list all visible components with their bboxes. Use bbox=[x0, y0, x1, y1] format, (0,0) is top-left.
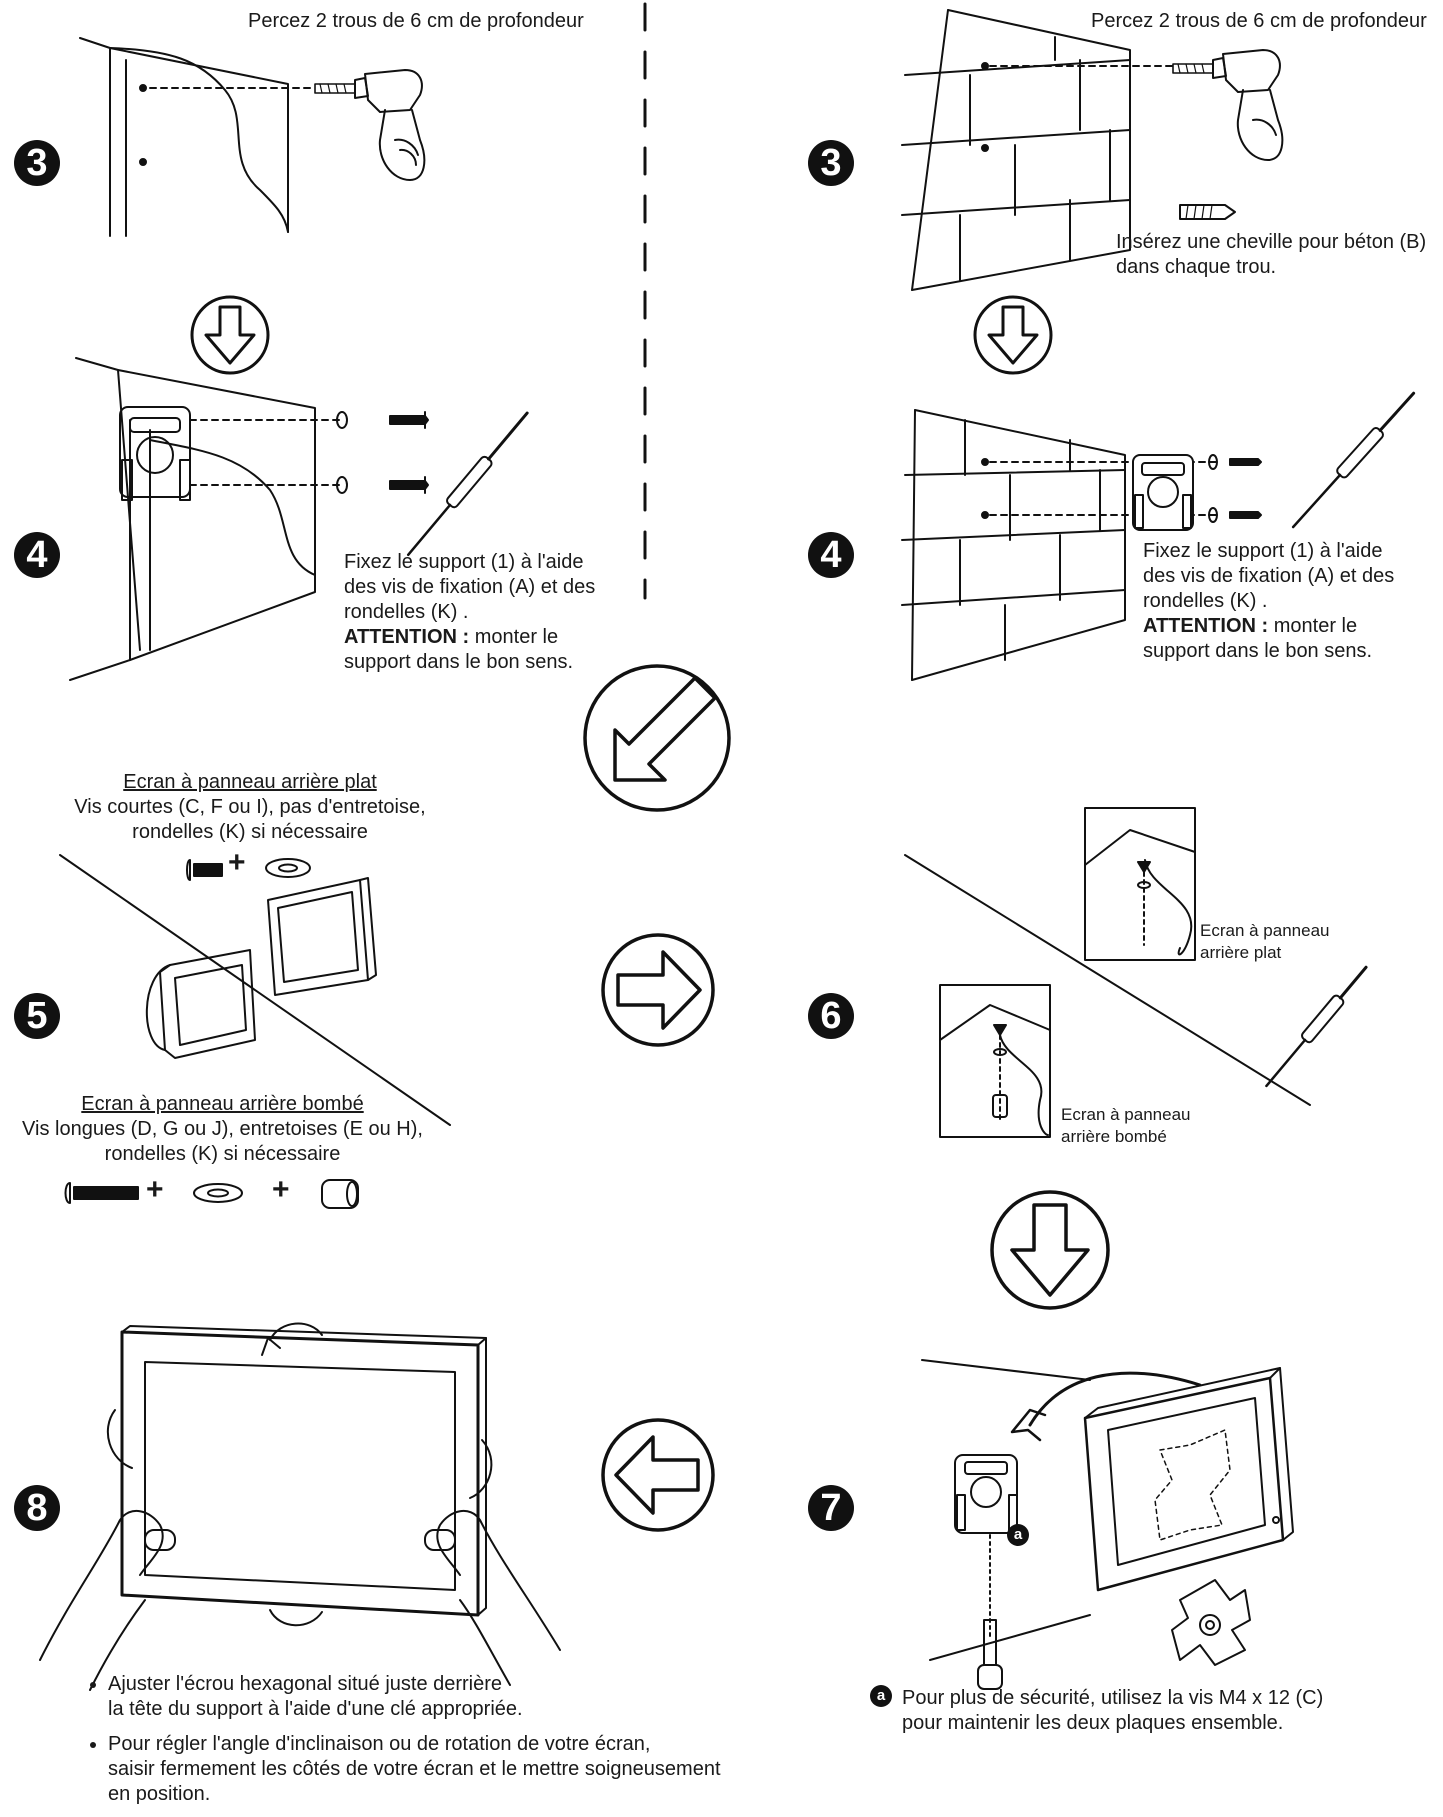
left-step4-badge: 4 bbox=[14, 532, 60, 578]
right-step4-line2: des vis de fixation (A) et des bbox=[1143, 565, 1395, 587]
step5-badge: 5 bbox=[14, 993, 60, 1039]
right-step4-caption: Fixez le support (1) à l'aide des vis de… bbox=[1143, 539, 1394, 664]
arrow-left-icon bbox=[601, 1418, 715, 1532]
step5-curved-line2: rondelles (K) si nécessaire bbox=[104, 1143, 341, 1165]
left-step3-illustration bbox=[79, 37, 316, 237]
left-step4-line4: ATTENTION : monter le bbox=[344, 625, 595, 650]
step5-plus-top: + bbox=[228, 846, 246, 879]
right-step3-badge: 3 bbox=[808, 140, 854, 186]
step8-instructions: Ajuster l'écrou hexagonal situé juste de… bbox=[86, 1672, 788, 1817]
step7-badge: 7 bbox=[808, 1485, 854, 1531]
right-step3-caption: Percez 2 trous de 6 cm de profondeur bbox=[1091, 10, 1427, 32]
left-step4-line5: support dans le bon sens. bbox=[344, 651, 574, 673]
left-step4-attention: ATTENTION : bbox=[344, 626, 470, 648]
right-step3-note-line1: Insérez une cheville pour béton (B) bbox=[1116, 231, 1427, 253]
step8-bullet-2: Pour régler l'angle d'inclinaison ou de … bbox=[108, 1732, 788, 1807]
step5-plus-2: + bbox=[272, 1173, 290, 1206]
step5-flat-line1: Vis courtes (C, F ou I), pas d'entretois… bbox=[74, 796, 426, 818]
arrow-right-icon bbox=[601, 933, 715, 1047]
left-step4-line2: des vis de fixation (A) et des bbox=[344, 576, 596, 598]
left-step4-caption: Fixez le support (1) à l'aide des vis de… bbox=[344, 550, 595, 675]
screwdriver-icon bbox=[1291, 391, 1416, 529]
right-step4-badge: 4 bbox=[808, 532, 854, 578]
drill-icon bbox=[1172, 49, 1284, 161]
step6-flat-caption: Ecran à panneau arrière plat bbox=[1200, 920, 1330, 964]
left-step3-caption: Percez 2 trous de 6 cm de profondeur bbox=[248, 10, 584, 32]
left-step4-line4-rest: monter le bbox=[469, 626, 559, 648]
step7-marker-a: a bbox=[1007, 1524, 1029, 1546]
right-step4-line4-rest: monter le bbox=[1268, 615, 1358, 637]
step6-badge: 6 bbox=[808, 993, 854, 1039]
step8-illustration bbox=[39, 1322, 561, 1691]
right-step4-line3: rondelles (K) . bbox=[1143, 590, 1268, 612]
left-step4-line1: Fixez le support (1) à l'aide bbox=[344, 551, 584, 573]
step5-illustration bbox=[59, 854, 451, 1209]
arrow-diagonal-icon bbox=[583, 664, 731, 812]
step8-bullet2-line3: en position. bbox=[108, 1783, 211, 1805]
right-step4-attention: ATTENTION : bbox=[1143, 615, 1269, 637]
right-step4-illustration bbox=[901, 409, 1262, 681]
step5-curved-title: Ecran à panneau arrière bombé bbox=[81, 1093, 364, 1115]
left-step4-illustration bbox=[69, 357, 429, 681]
right-step3-note-line2: dans chaque trou. bbox=[1116, 256, 1277, 278]
left-step3-badge: 3 bbox=[14, 140, 60, 186]
step7-illustration bbox=[921, 1359, 1294, 1690]
step5-flat-line2: rondelles (K) si nécessaire bbox=[132, 821, 368, 843]
step7-note-line1: Pour plus de sécurité, utilisez la vis M… bbox=[902, 1687, 1324, 1709]
drill-icon bbox=[314, 69, 426, 181]
step6-curved-caption: Ecran à panneau arrière bombé bbox=[1061, 1104, 1191, 1148]
step5-flat-text: Ecran à panneau arrière plat Vis courtes… bbox=[40, 770, 460, 845]
step6-flat-caption-line2: arrière plat bbox=[1200, 943, 1282, 962]
step6-flat-caption-line1: Ecran à panneau bbox=[1200, 921, 1330, 940]
screwdriver-icon bbox=[1265, 965, 1368, 1088]
right-step3-note: Insérez une cheville pour béton (B) dans… bbox=[1116, 230, 1426, 280]
step7-note-line2: pour maintenir les deux plaques ensemble… bbox=[902, 1712, 1284, 1734]
step5-flat-title: Ecran à panneau arrière plat bbox=[123, 771, 377, 793]
step8-bullet2-line1: Pour régler l'angle d'inclinaison ou de … bbox=[108, 1733, 651, 1755]
step8-badge: 8 bbox=[14, 1485, 60, 1531]
right-step4-line1: Fixez le support (1) à l'aide bbox=[1143, 540, 1383, 562]
step7-note-marker-a: a bbox=[870, 1685, 892, 1707]
right-step4-line4: ATTENTION : monter le bbox=[1143, 614, 1394, 639]
step6-curved-caption-line2: arrière bombé bbox=[1061, 1127, 1167, 1146]
step8-bullet1-line1: Ajuster l'écrou hexagonal situé juste de… bbox=[108, 1673, 503, 1695]
step8-bullet-1: Ajuster l'écrou hexagonal situé juste de… bbox=[108, 1672, 788, 1722]
step6-curved-caption-line1: Ecran à panneau bbox=[1061, 1105, 1191, 1124]
step5-curved-line1: Vis longues (D, G ou J), entretoises (E … bbox=[22, 1118, 423, 1140]
right-step3-illustration bbox=[901, 9, 1236, 291]
arrow-down-icon bbox=[990, 1190, 1110, 1310]
arrow-down-icon bbox=[190, 295, 270, 375]
arrow-down-icon bbox=[973, 295, 1053, 375]
step8-bullet1-line2: la tête du support à l'aide d'une clé ap… bbox=[108, 1698, 523, 1720]
step6-illustration bbox=[904, 807, 1311, 1138]
screwdriver-icon bbox=[406, 411, 529, 557]
step7-note: Pour plus de sécurité, utilisez la vis M… bbox=[902, 1686, 1323, 1736]
right-step4-line5: support dans le bon sens. bbox=[1143, 640, 1373, 662]
step5-plus-1: + bbox=[146, 1173, 164, 1206]
step8-bullet2-line2: saisir fermement les côtés de votre écra… bbox=[108, 1758, 721, 1780]
step5-curved-text: Ecran à panneau arrière bombé Vis longue… bbox=[0, 1092, 445, 1167]
left-step4-line3: rondelles (K) . bbox=[344, 601, 469, 623]
